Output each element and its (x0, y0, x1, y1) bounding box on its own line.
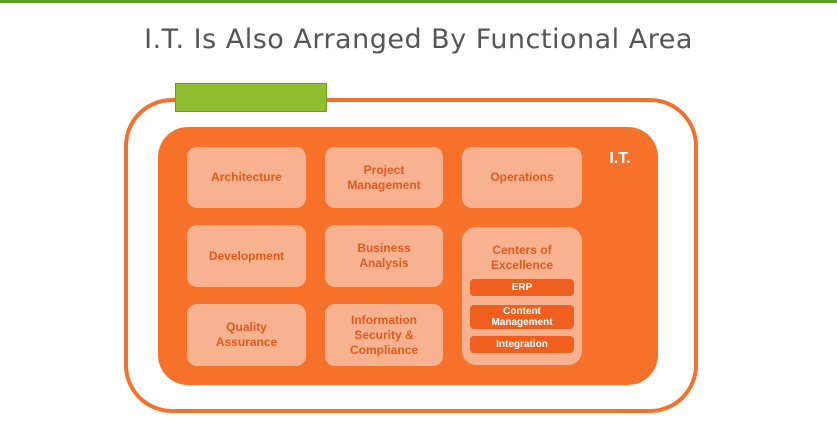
pill-erp: ERP (470, 279, 574, 296)
card-label: Information Security & Compliance (349, 312, 418, 357)
card-architecture: Architecture (187, 147, 306, 208)
card-label: Architecture (211, 170, 282, 184)
frame-tab (175, 83, 327, 112)
pill-integration: Integration (470, 336, 574, 353)
card-label: Project Management (347, 162, 421, 192)
card-quality-assurance: Quality Assurance (187, 304, 306, 366)
card-information-security: Information Security & Compliance (325, 304, 443, 366)
centers-of-excellence-title: Centers of Excellence (490, 243, 554, 272)
top-accent-rule (0, 0, 837, 3)
card-development: Development (187, 225, 306, 287)
card-label: Development (208, 248, 285, 263)
pill-content-management: Content Management (470, 305, 574, 329)
it-label: I.T. (609, 150, 631, 167)
card-project-management: Project Management (325, 147, 443, 208)
card-centers-of-excellence: Centers of Excellence ERP Content Manage… (462, 227, 582, 365)
card-label: Quality Assurance (215, 320, 278, 349)
card-business-analysis: Business Analysis (325, 225, 443, 287)
card-operations: Operations (462, 147, 582, 208)
card-label: Business Analysis (357, 241, 411, 270)
slide-title: I.T. Is Also Arranged By Functional Area (144, 24, 693, 55)
card-label: Operations (490, 170, 554, 184)
